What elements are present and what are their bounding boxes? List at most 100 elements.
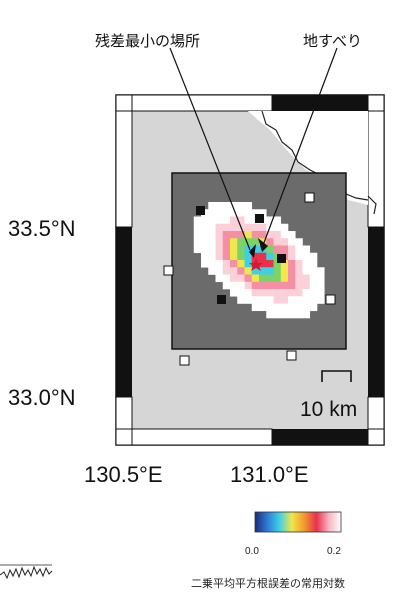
misfit-cell xyxy=(244,209,253,217)
waveform-trace xyxy=(0,565,53,580)
misfit-cell xyxy=(230,202,238,210)
frame-block-top-left xyxy=(115,94,133,112)
lat-label-33-0: 33.0°N xyxy=(8,385,76,410)
misfit-cell xyxy=(288,260,296,268)
misfit-cell xyxy=(222,238,231,246)
misfit-cell xyxy=(230,231,238,239)
lat-label-33-5: 33.5°N xyxy=(8,216,76,241)
misfit-cell xyxy=(302,267,311,275)
frame-block-top-mid xyxy=(131,94,273,112)
misfit-cell xyxy=(273,260,282,268)
misfit-cell xyxy=(201,245,209,254)
misfit-cell xyxy=(259,281,267,290)
misfit-cell xyxy=(208,238,216,246)
misfit-cell xyxy=(215,238,224,246)
station-white xyxy=(325,294,336,305)
misfit-cell xyxy=(309,303,318,312)
station-white xyxy=(304,192,315,203)
misfit-cell xyxy=(193,238,202,246)
misfit-cell xyxy=(273,245,282,254)
misfit-cell xyxy=(273,231,282,239)
misfit-cell xyxy=(266,216,274,225)
misfit-cell xyxy=(215,231,224,239)
misfit-cell xyxy=(237,260,245,268)
misfit-cell xyxy=(288,245,296,254)
misfit-cell xyxy=(273,289,282,297)
misfit-cell xyxy=(201,216,209,225)
misfit-cell xyxy=(317,281,325,290)
misfit-cell xyxy=(295,289,303,297)
misfit-cell xyxy=(266,231,274,239)
misfit-cell xyxy=(244,216,253,225)
frame-block-left-top xyxy=(115,110,133,228)
misfit-cell xyxy=(259,209,267,217)
misfit-cell xyxy=(295,267,303,275)
misfit-cell xyxy=(208,216,216,225)
misfit-cell xyxy=(302,252,311,261)
misfit-cell xyxy=(273,281,282,290)
misfit-cell xyxy=(230,238,238,246)
misfit-cell xyxy=(288,252,296,261)
misfit-cell xyxy=(237,231,245,239)
misfit-cell xyxy=(251,267,260,275)
frame-block-right-bottom xyxy=(367,396,385,430)
misfit-cell xyxy=(288,296,296,304)
frame-block-left-black xyxy=(116,227,132,397)
misfit-cell xyxy=(295,281,303,290)
misfit-cell xyxy=(302,281,311,290)
misfit-cell xyxy=(280,289,289,297)
misfit-cell xyxy=(280,296,289,304)
misfit-cell xyxy=(222,216,231,225)
misfit-cell xyxy=(288,267,296,275)
misfit-cell xyxy=(193,231,202,239)
misfit-cell xyxy=(237,245,245,254)
misfit-cell xyxy=(215,267,224,275)
misfit-cell xyxy=(266,245,274,254)
frame-block-bottom-mid xyxy=(131,428,273,446)
leader-line-landslide xyxy=(261,47,338,249)
misfit-cell xyxy=(280,267,289,275)
misfit-cell xyxy=(237,238,245,246)
misfit-cell xyxy=(215,223,224,232)
misfit-cell xyxy=(309,252,318,261)
min-residual-marker xyxy=(249,244,256,258)
misfit-cell xyxy=(295,303,303,312)
station-white xyxy=(163,265,174,276)
misfit-cell xyxy=(273,310,282,319)
misfit-cell xyxy=(302,274,311,283)
misfit-cell xyxy=(309,296,318,304)
misfit-cell xyxy=(230,267,238,275)
misfit-cell xyxy=(280,238,289,246)
misfit-cell xyxy=(295,274,303,283)
misfit-cell xyxy=(317,289,325,297)
misfit-cell xyxy=(280,303,289,312)
misfit-cell xyxy=(201,260,209,268)
misfit-cell xyxy=(237,216,245,225)
station-black xyxy=(277,254,286,263)
misfit-cell xyxy=(309,289,318,297)
frame-block-right-black xyxy=(368,227,384,397)
misfit-cell xyxy=(266,267,274,275)
misfit-cell xyxy=(244,223,253,232)
misfit-cell xyxy=(244,296,253,304)
misfit-cell xyxy=(309,260,318,268)
misfit-cell xyxy=(237,274,245,283)
misfit-cell xyxy=(295,245,303,254)
misfit-cell xyxy=(208,202,216,210)
misfit-cell xyxy=(295,310,303,319)
misfit-cell xyxy=(273,274,282,283)
frame-block-top-right xyxy=(367,94,385,112)
misfit-cell xyxy=(309,274,318,283)
misfit-cell xyxy=(201,252,209,261)
colorbar-min-label: 0.0 xyxy=(245,546,259,557)
misfit-cell xyxy=(295,238,303,246)
colorbar xyxy=(254,511,342,533)
misfit-cell xyxy=(244,245,253,254)
misfit-cell xyxy=(215,252,224,261)
frame-block-bottom-left xyxy=(115,428,133,446)
misfit-cell xyxy=(230,281,238,290)
misfit-cell xyxy=(222,260,231,268)
colorbar-title: 二乗平均平方根誤差の常用対数 xyxy=(191,577,345,590)
misfit-cell xyxy=(222,223,231,232)
misfit-cell xyxy=(251,289,260,297)
